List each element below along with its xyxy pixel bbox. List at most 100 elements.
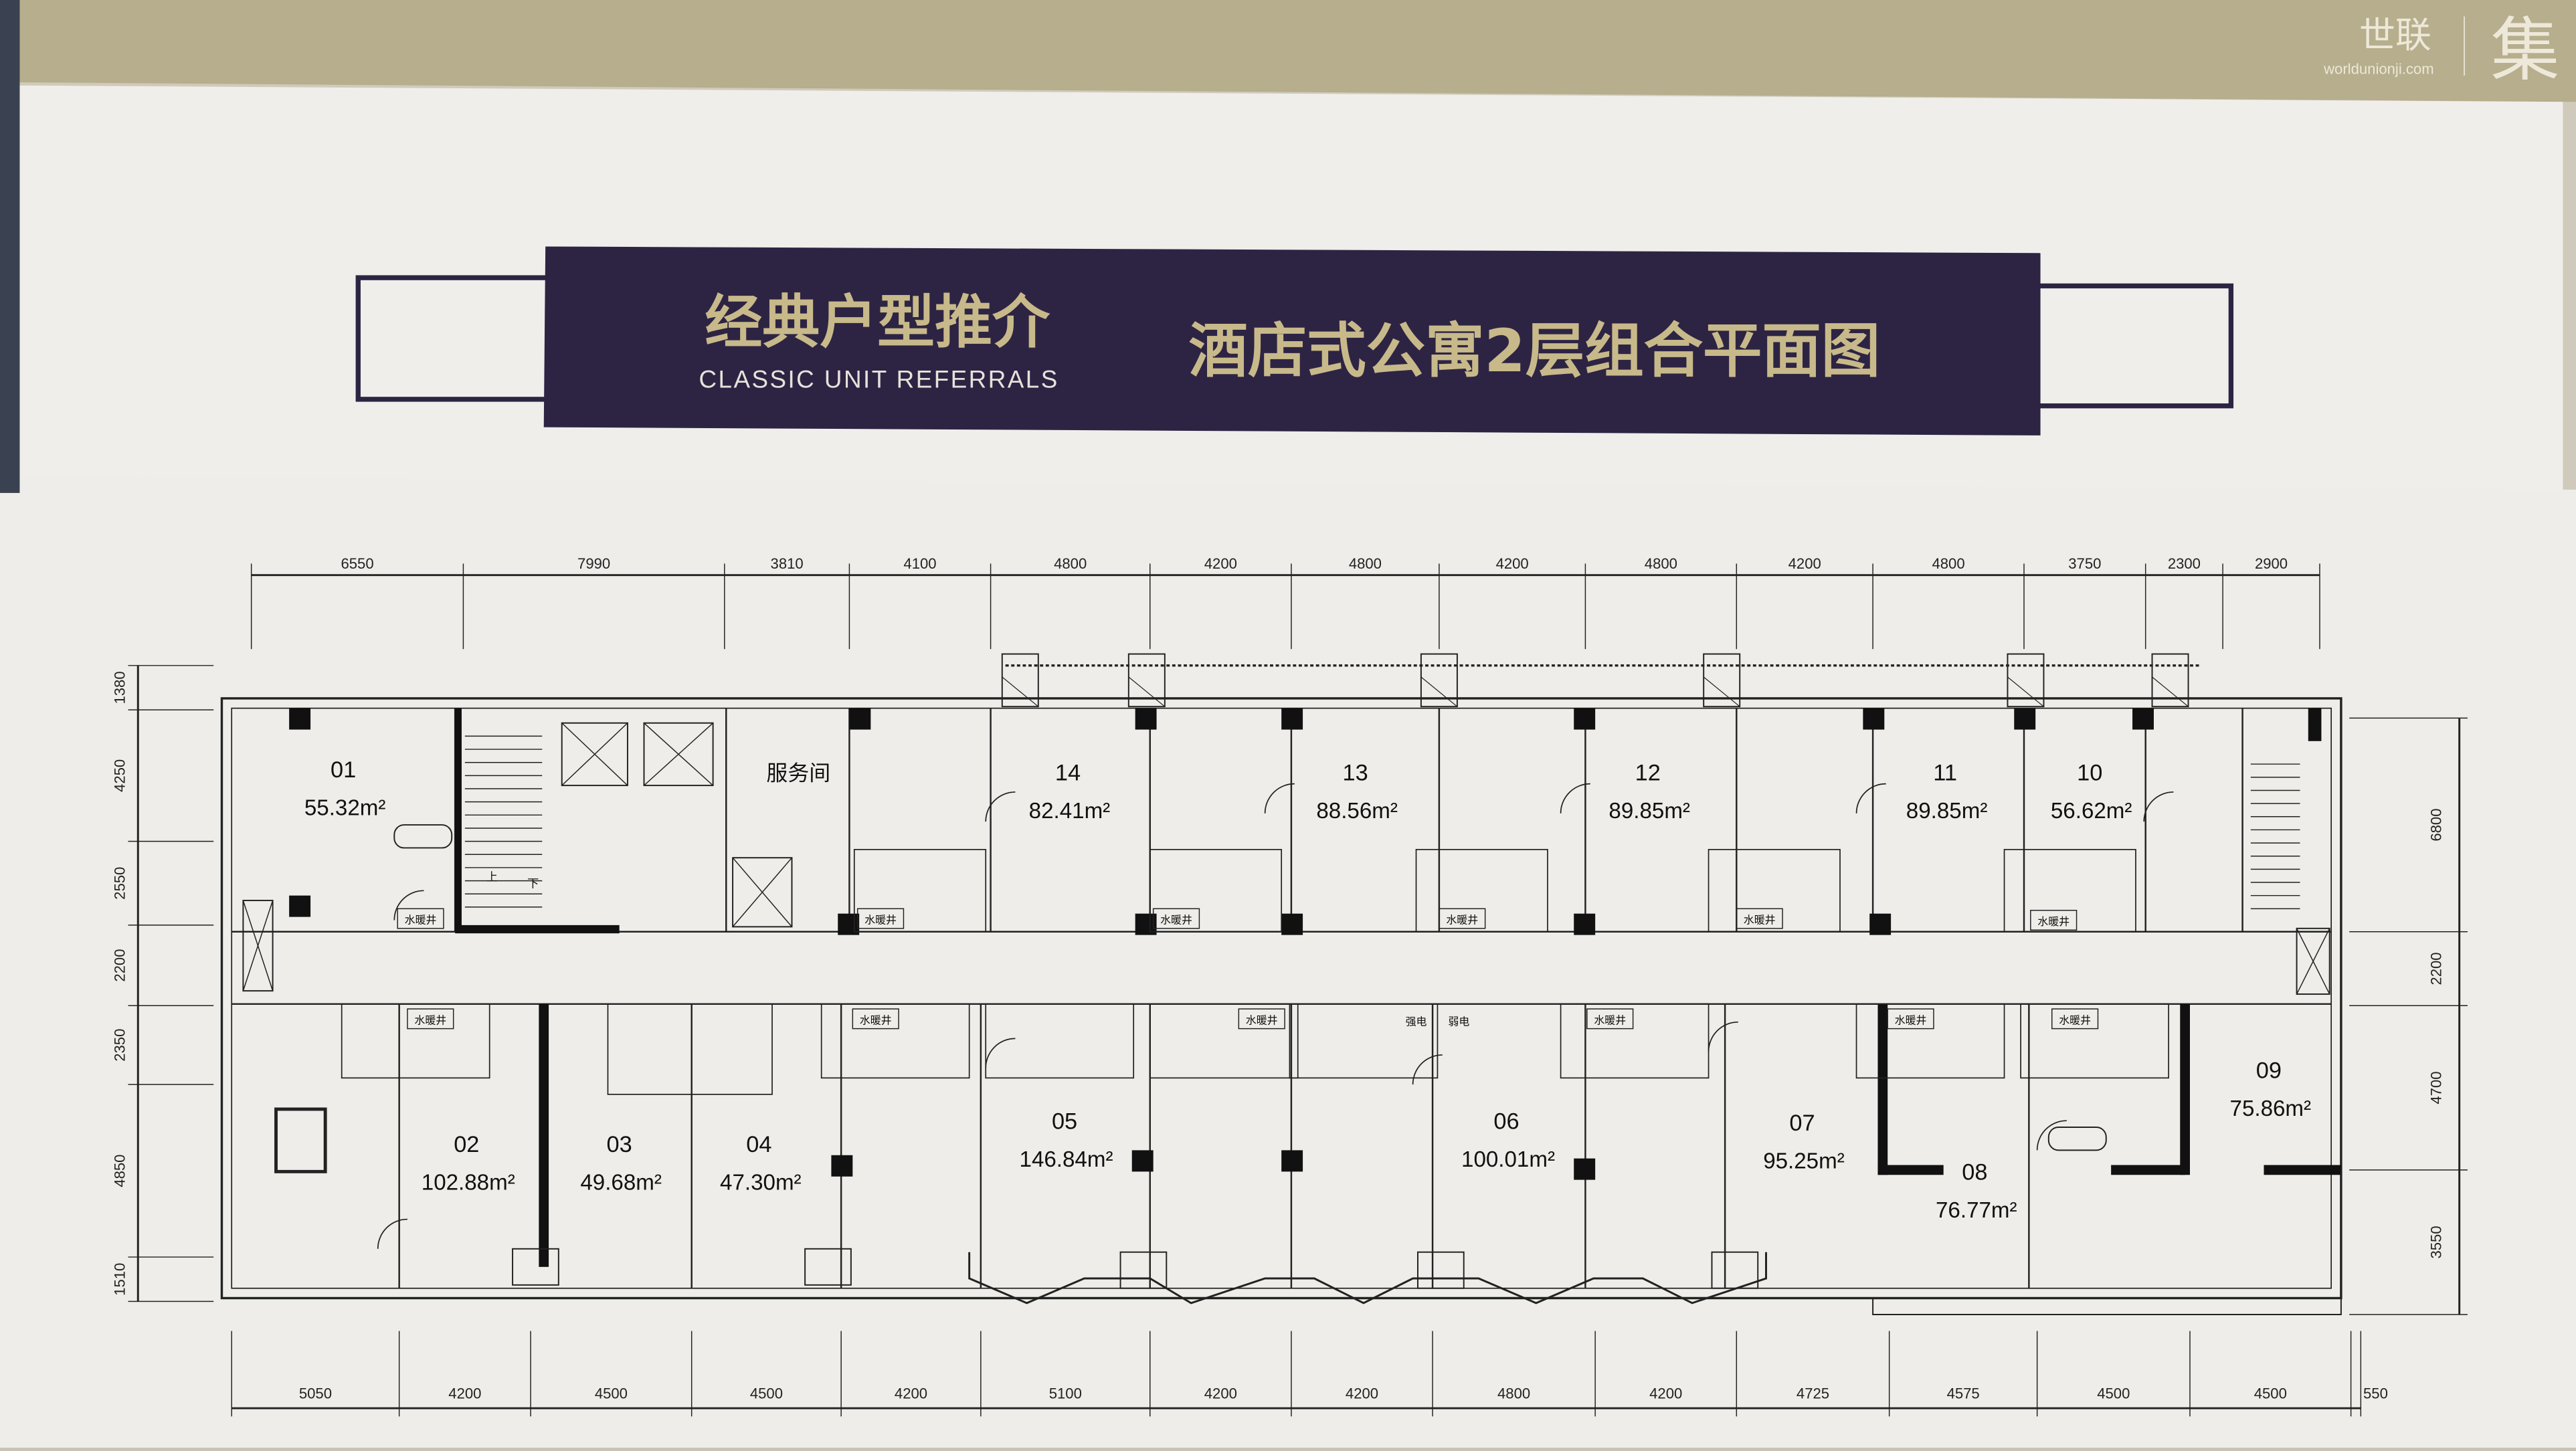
bathroom	[1708, 849, 1841, 933]
structural-wall	[455, 925, 620, 934]
elevator-cross	[242, 900, 274, 991]
door-swing	[2036, 1120, 2067, 1151]
left-dimension-label: 2550	[112, 867, 128, 900]
left-dimension-label: 2350	[112, 1029, 128, 1062]
unit-number: 06	[1493, 1108, 1519, 1134]
left-dimension-label: 1510	[112, 1263, 128, 1296]
shaft-box	[2051, 1008, 2099, 1030]
shaft-label: 水暖井	[405, 913, 437, 926]
elevator-cross	[2296, 928, 2330, 995]
shaft-box	[2030, 910, 2078, 931]
structural-wall	[1877, 1165, 1944, 1175]
pillar	[1574, 1158, 1596, 1180]
bottom-dimension-label: 5050	[299, 1385, 332, 1401]
banner-title-cn: 经典户型推介	[705, 289, 1050, 356]
top-dimension-label: 3810	[771, 555, 804, 572]
shaft-label: 水暖井	[1744, 913, 1776, 926]
elevator-cross	[561, 722, 628, 786]
right-dimension-label: 2200	[2428, 952, 2445, 985]
top-dimension-label: 6550	[341, 555, 373, 572]
pillar	[849, 708, 871, 730]
top-dimension-label: 4800	[1349, 555, 1382, 572]
title-banner: 经典户型推介 CLASSIC UNIT REFERRALS 酒店式公寓2层组合平…	[355, 246, 2234, 436]
shaft-box	[1152, 908, 1200, 929]
top-dimension-label: 4200	[1788, 555, 1821, 572]
ac-unit-cross	[1002, 676, 1039, 707]
stair-down-label: 下	[527, 877, 539, 890]
left-dimension-label: 1380	[112, 671, 128, 704]
pillar	[289, 708, 311, 730]
bathroom	[1149, 849, 1283, 933]
bottom-dimension-label: 5100	[1049, 1385, 1082, 1401]
shaft-label: 水暖井	[1895, 1013, 1927, 1026]
bathroom	[820, 1003, 970, 1079]
bay-windows	[968, 1252, 1767, 1304]
unit-area: 76.77m²	[1936, 1198, 2017, 1223]
structural-wall	[2180, 1003, 2190, 1175]
unit-area: 100.01m²	[1461, 1147, 1555, 1172]
left-edge-shadow	[0, 0, 20, 493]
shaft-label: 水暖井	[860, 1013, 892, 1026]
shaft-box	[1736, 908, 1783, 929]
shaft-box	[397, 908, 444, 929]
bathroom	[1560, 1003, 1710, 1079]
bottom-dimension-label: 4800	[1497, 1385, 1530, 1401]
unit-area: 102.88m²	[422, 1170, 515, 1195]
ac-unit-cross	[1420, 676, 1458, 707]
unit-number: 13	[1343, 761, 1368, 786]
elevator-shaft	[242, 900, 274, 992]
right-dimension-label: 4700	[2428, 1071, 2445, 1104]
elevator-shaft	[2296, 927, 2330, 995]
unit-number: 07	[1789, 1110, 1815, 1136]
top-dimension-label: 7990	[577, 555, 610, 572]
unit-area: 56.62m²	[2051, 799, 2132, 824]
bathroom	[2003, 849, 2136, 933]
door-swing	[985, 1038, 1016, 1068]
bathroom	[2020, 1003, 2169, 1079]
unit-number: 05	[1052, 1108, 1077, 1134]
unit-number: 12	[1635, 761, 1661, 786]
door-swing	[1855, 783, 1886, 813]
shaft-label: 水暖井	[2059, 1013, 2091, 1026]
top-dimension-label: 4800	[1054, 555, 1087, 572]
top-dimension-label: 4200	[1496, 555, 1529, 572]
ac-unit-box	[1703, 653, 1741, 708]
unit-area: 47.30m²	[720, 1170, 802, 1195]
pillar	[1863, 708, 1885, 730]
shaft-box	[1238, 1008, 1285, 1030]
pillar	[831, 1155, 853, 1177]
unit-number: 11	[1933, 761, 1957, 786]
unit-area: 82.41m²	[1029, 799, 1111, 824]
unit-area: 88.56m²	[1316, 799, 1398, 824]
unit-number: 04	[746, 1132, 771, 1157]
door-swing	[1264, 783, 1295, 813]
door-swing	[1412, 1054, 1443, 1085]
shaft-label: 水暖井	[414, 1013, 446, 1026]
structural-wall	[2308, 708, 2322, 741]
shaft-label: 水暖井	[1446, 913, 1478, 926]
shaft-box	[1887, 1008, 1934, 1030]
elevator-shaft	[732, 857, 793, 928]
ac-unit-cross	[2152, 676, 2189, 707]
door-swing	[393, 890, 424, 921]
pillar	[1281, 1150, 1303, 1172]
top-dimension-label: 4200	[1204, 555, 1237, 572]
bathroom	[1855, 1003, 2005, 1079]
shaft-label: 水暖井	[1594, 1013, 1626, 1026]
unit-number: 02	[454, 1132, 479, 1157]
ac-unit-cross	[2007, 676, 2044, 707]
unit-area: 55.32m²	[304, 795, 386, 820]
elevator-shaft	[561, 722, 628, 787]
unit-area: 95.25m²	[1763, 1149, 1845, 1173]
pillar	[1574, 913, 1596, 935]
bottom-dimension-label: 4500	[2097, 1385, 2130, 1401]
top-dimension-label: 2900	[2255, 555, 2288, 572]
top-dimension-label: 2300	[2168, 555, 2201, 572]
unit-area: 75.86m²	[2230, 1096, 2312, 1121]
door-swing	[985, 791, 1016, 822]
unit-area: 89.85m²	[1906, 799, 1988, 824]
ac-unit-box	[1420, 653, 1458, 708]
bathroom	[1415, 849, 1548, 933]
shaft-box	[856, 908, 905, 929]
